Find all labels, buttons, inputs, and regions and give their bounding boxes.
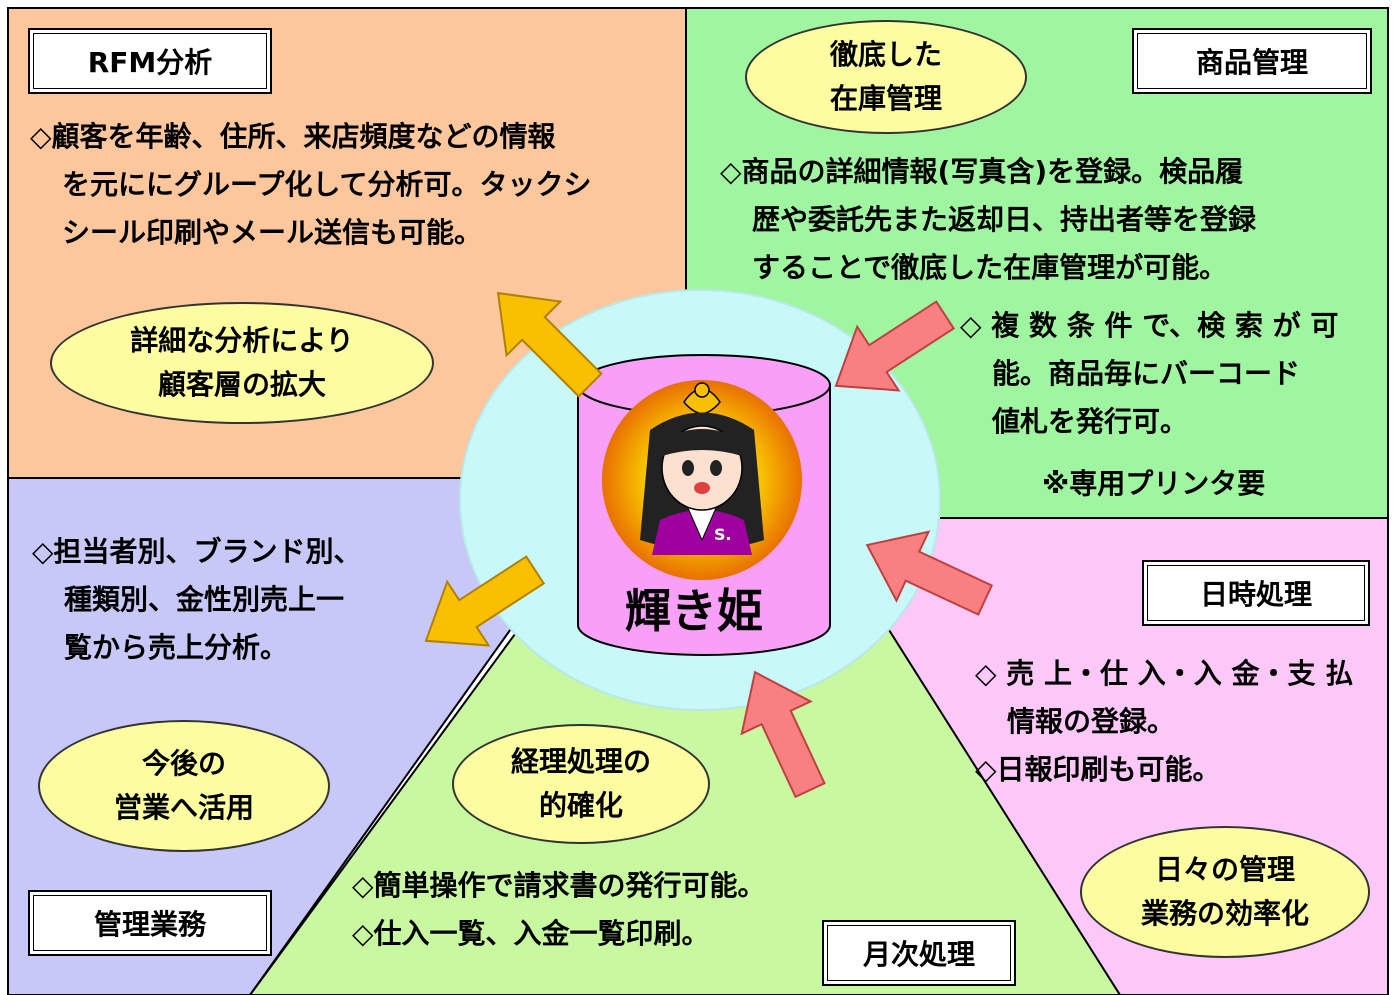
arrow-to-rfm [496,291,603,398]
arrow-from-daily [865,530,994,616]
mascot-badge: S. [714,525,732,544]
arrow-to-admin [424,555,546,647]
center-title: 輝き姫 [625,584,763,638]
daily-description: ◇ 売 上・仕 入・入 金・支 払 情報の登録。 ◇日報印刷も可能。 [975,657,1354,786]
rfm-benefit: 詳細な分析により 顧客層の拡大 [50,302,434,424]
product-description-search: ◇ 複 数 条 件 で、検 索 が 可 能。商品毎にバーコード 値札を発行可。 [960,309,1339,438]
product-note: ※専用プリンタ要 [1042,467,1266,500]
monthly-benefit: 経理処理の 的確化 [452,724,710,844]
arrow-from-product [834,300,956,392]
arrow-from-monthly [740,670,826,799]
admin-description: ◇担当者別、ブランド別、 種類別、金性別売上一 覧から売上分析。 [32,535,362,664]
product-description: ◇商品の詳細情報(写真含)を登録。検品履 歴や委託先また返却日、持出者等を登録 … [720,155,1257,284]
rfm-description: ◇顧客を年齢、住所、来店頻度などの情報 を元ににグループ化して分析可。タックシ … [30,120,592,249]
monthly-description: ◇簡単操作で請求書の発行可能。 ◇仕入一覧、入金一覧印刷。 [352,869,766,950]
monthly-label: 月次処理 [822,920,1016,986]
mascot-icon: S. [602,380,802,580]
product-label: 商品管理 [1132,28,1372,94]
admin-label: 管理業務 [28,890,272,956]
rfm-label: RFM分析 [28,28,272,94]
admin-benefit: 今後の 営業へ活用 [38,720,330,852]
product-benefit: 徹底した 在庫管理 [745,20,1027,134]
daily-label: 日時処理 [1142,560,1370,626]
daily-benefit: 日々の管理 業務の効率化 [1080,826,1370,958]
